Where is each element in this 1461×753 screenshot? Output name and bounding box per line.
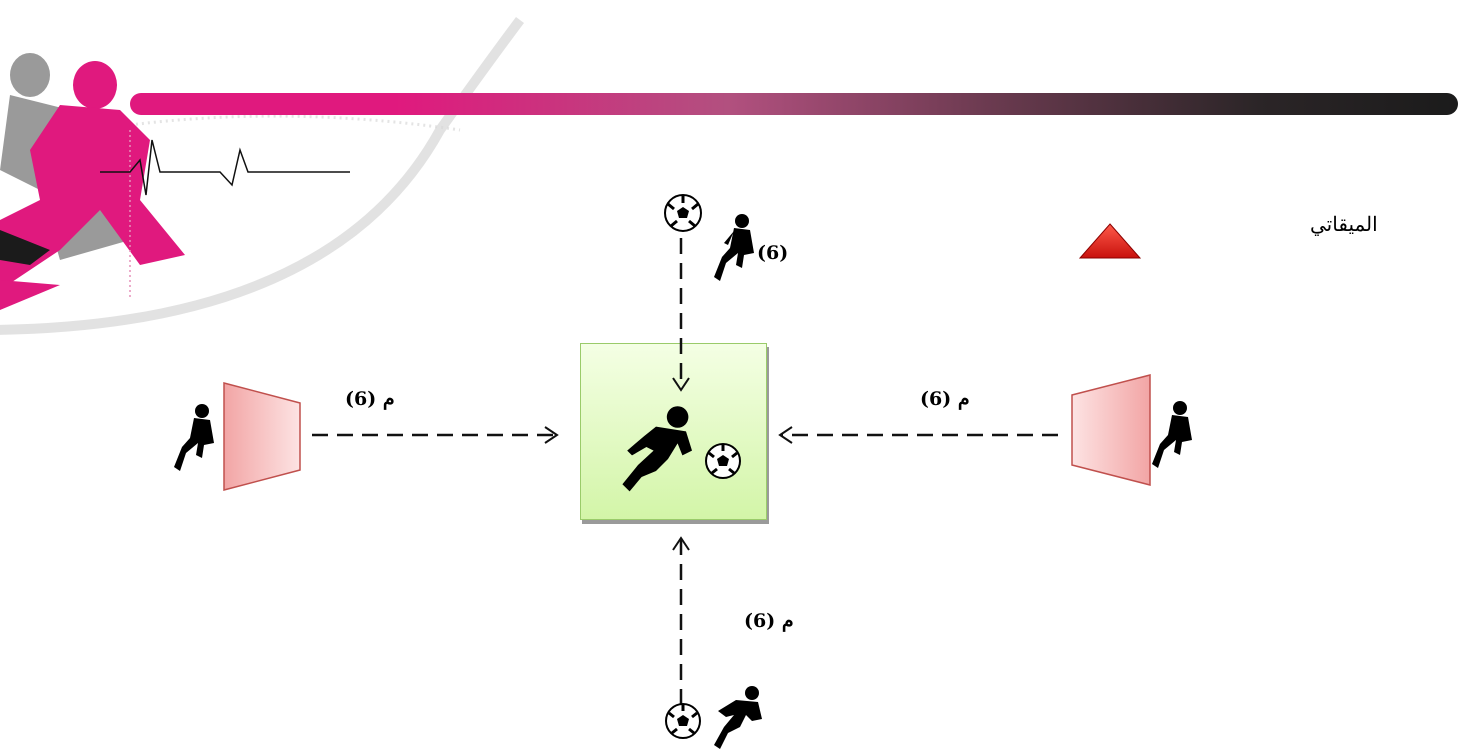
soccer-ball-icon-bottom [665,703,701,739]
arrowhead-bottom [672,536,690,551]
left-station [223,382,301,491]
distance-label-right: م (6) [920,388,970,410]
player-icon-right [1152,401,1192,468]
player-icon-left [174,404,214,471]
player-icon-center [622,406,692,492]
arrowhead-top [672,377,690,392]
distance-label-bottom: م (6) [744,610,794,632]
red-triangle-icon [1078,223,1142,259]
soccer-ball-icon-center [705,443,741,479]
runner-logo-icon [0,53,185,310]
grey-arc [0,17,525,335]
header-gradient-bar [130,93,1458,115]
arrowhead-left [544,426,559,444]
right-station [1071,374,1151,486]
player-icon-top [714,214,754,281]
distance-label-left: م (6) [345,388,395,410]
soccer-ball-icon-top [664,194,702,232]
header-decoration [0,17,525,335]
legend-label: الميقاتي [1310,212,1378,236]
arrowhead-right [778,426,793,444]
distance-label-top: (6) [757,242,789,264]
heartbeat-line [100,139,350,196]
player-icon-bottom [714,686,762,749]
grey-arc-2 [129,114,461,132]
